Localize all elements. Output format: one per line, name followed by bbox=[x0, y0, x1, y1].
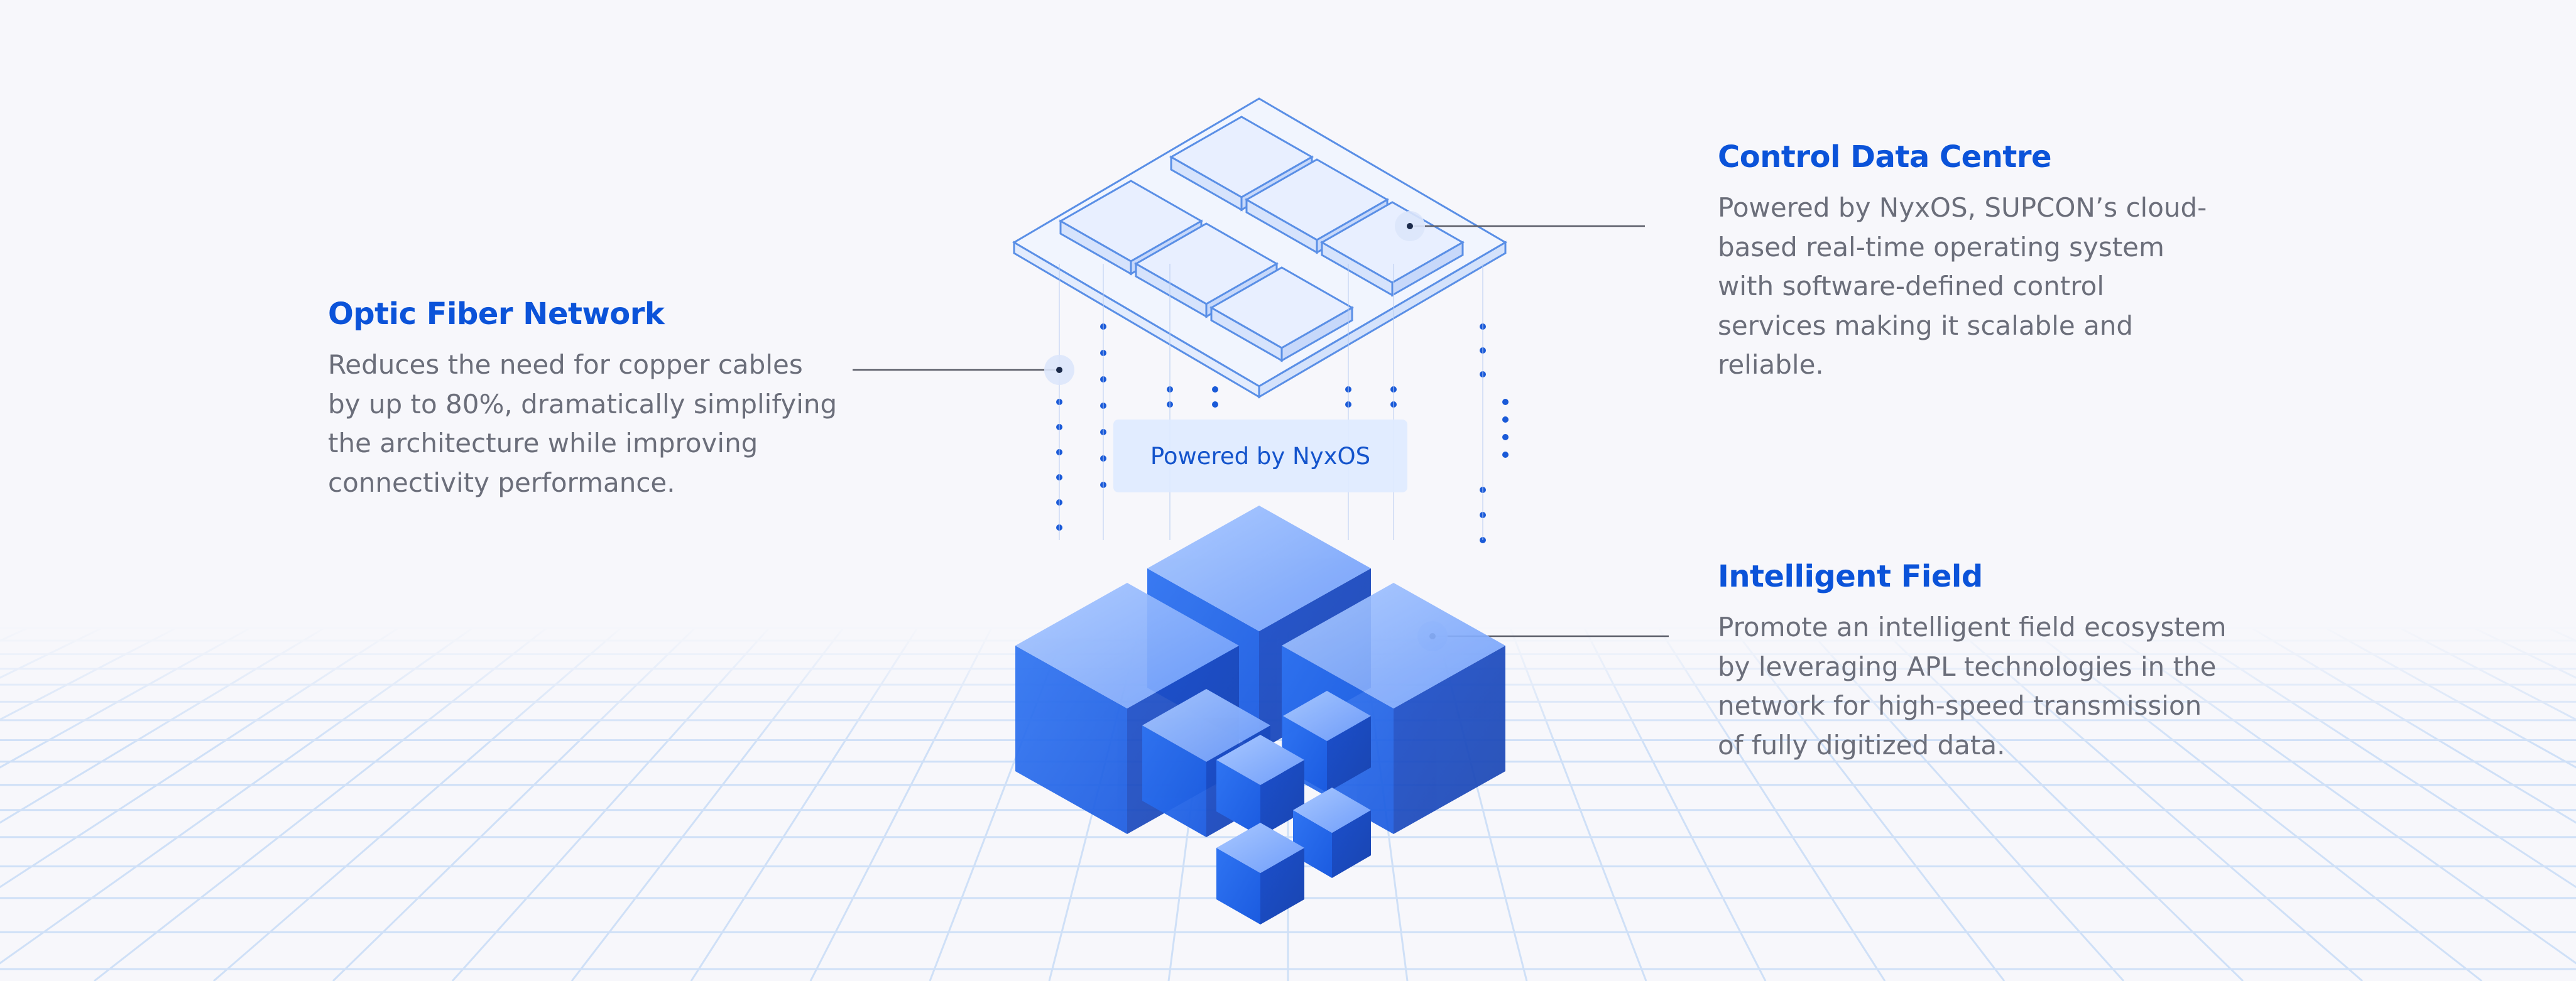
connection-dots bbox=[1056, 264, 1509, 543]
connection-dot bbox=[1502, 452, 1509, 458]
connection-dot bbox=[1502, 416, 1509, 423]
connection-dot bbox=[1502, 434, 1509, 440]
control-leader bbox=[1395, 211, 1645, 241]
server-module bbox=[1209, 266, 1355, 362]
control-data-centre-panel bbox=[1012, 97, 1507, 399]
callout-title: Optic Fiber Network bbox=[328, 296, 665, 332]
callout-title: Intelligent Field bbox=[1718, 559, 1983, 594]
callout-intelligent-field: Intelligent Field Promote an intelligent… bbox=[1718, 559, 2233, 765]
connection-dot bbox=[1502, 399, 1509, 405]
field-cube bbox=[1282, 583, 1505, 834]
callout-optic-fiber-network: Optic Fiber Network Reduces the need for… bbox=[328, 296, 843, 502]
callout-text: Reduces the need for copper cables by up… bbox=[328, 349, 838, 498]
connection-dot bbox=[1212, 401, 1218, 408]
fiber-leader bbox=[853, 355, 1074, 385]
field-cube bbox=[1283, 691, 1371, 793]
callout-title: Control Data Centre bbox=[1718, 139, 2052, 175]
server-modules bbox=[1058, 116, 1465, 362]
powered-by-nyxos-badge: Powered by NyxOS bbox=[1113, 420, 1407, 492]
connection-dot bbox=[1212, 386, 1218, 393]
server-module bbox=[1319, 201, 1465, 297]
callout-control-data-centre: Control Data Centre Powered by NyxOS, SU… bbox=[1718, 139, 2208, 385]
badge-label: Powered by NyxOS bbox=[1150, 442, 1371, 470]
callout-text: Promote an intelligent field ecosystem b… bbox=[1718, 612, 2227, 761]
callout-text: Powered by NyxOS, SUPCON’s cloud- based … bbox=[1718, 192, 2207, 380]
intelligent-field-cubes bbox=[1015, 506, 1505, 924]
field-cube bbox=[1216, 823, 1304, 924]
